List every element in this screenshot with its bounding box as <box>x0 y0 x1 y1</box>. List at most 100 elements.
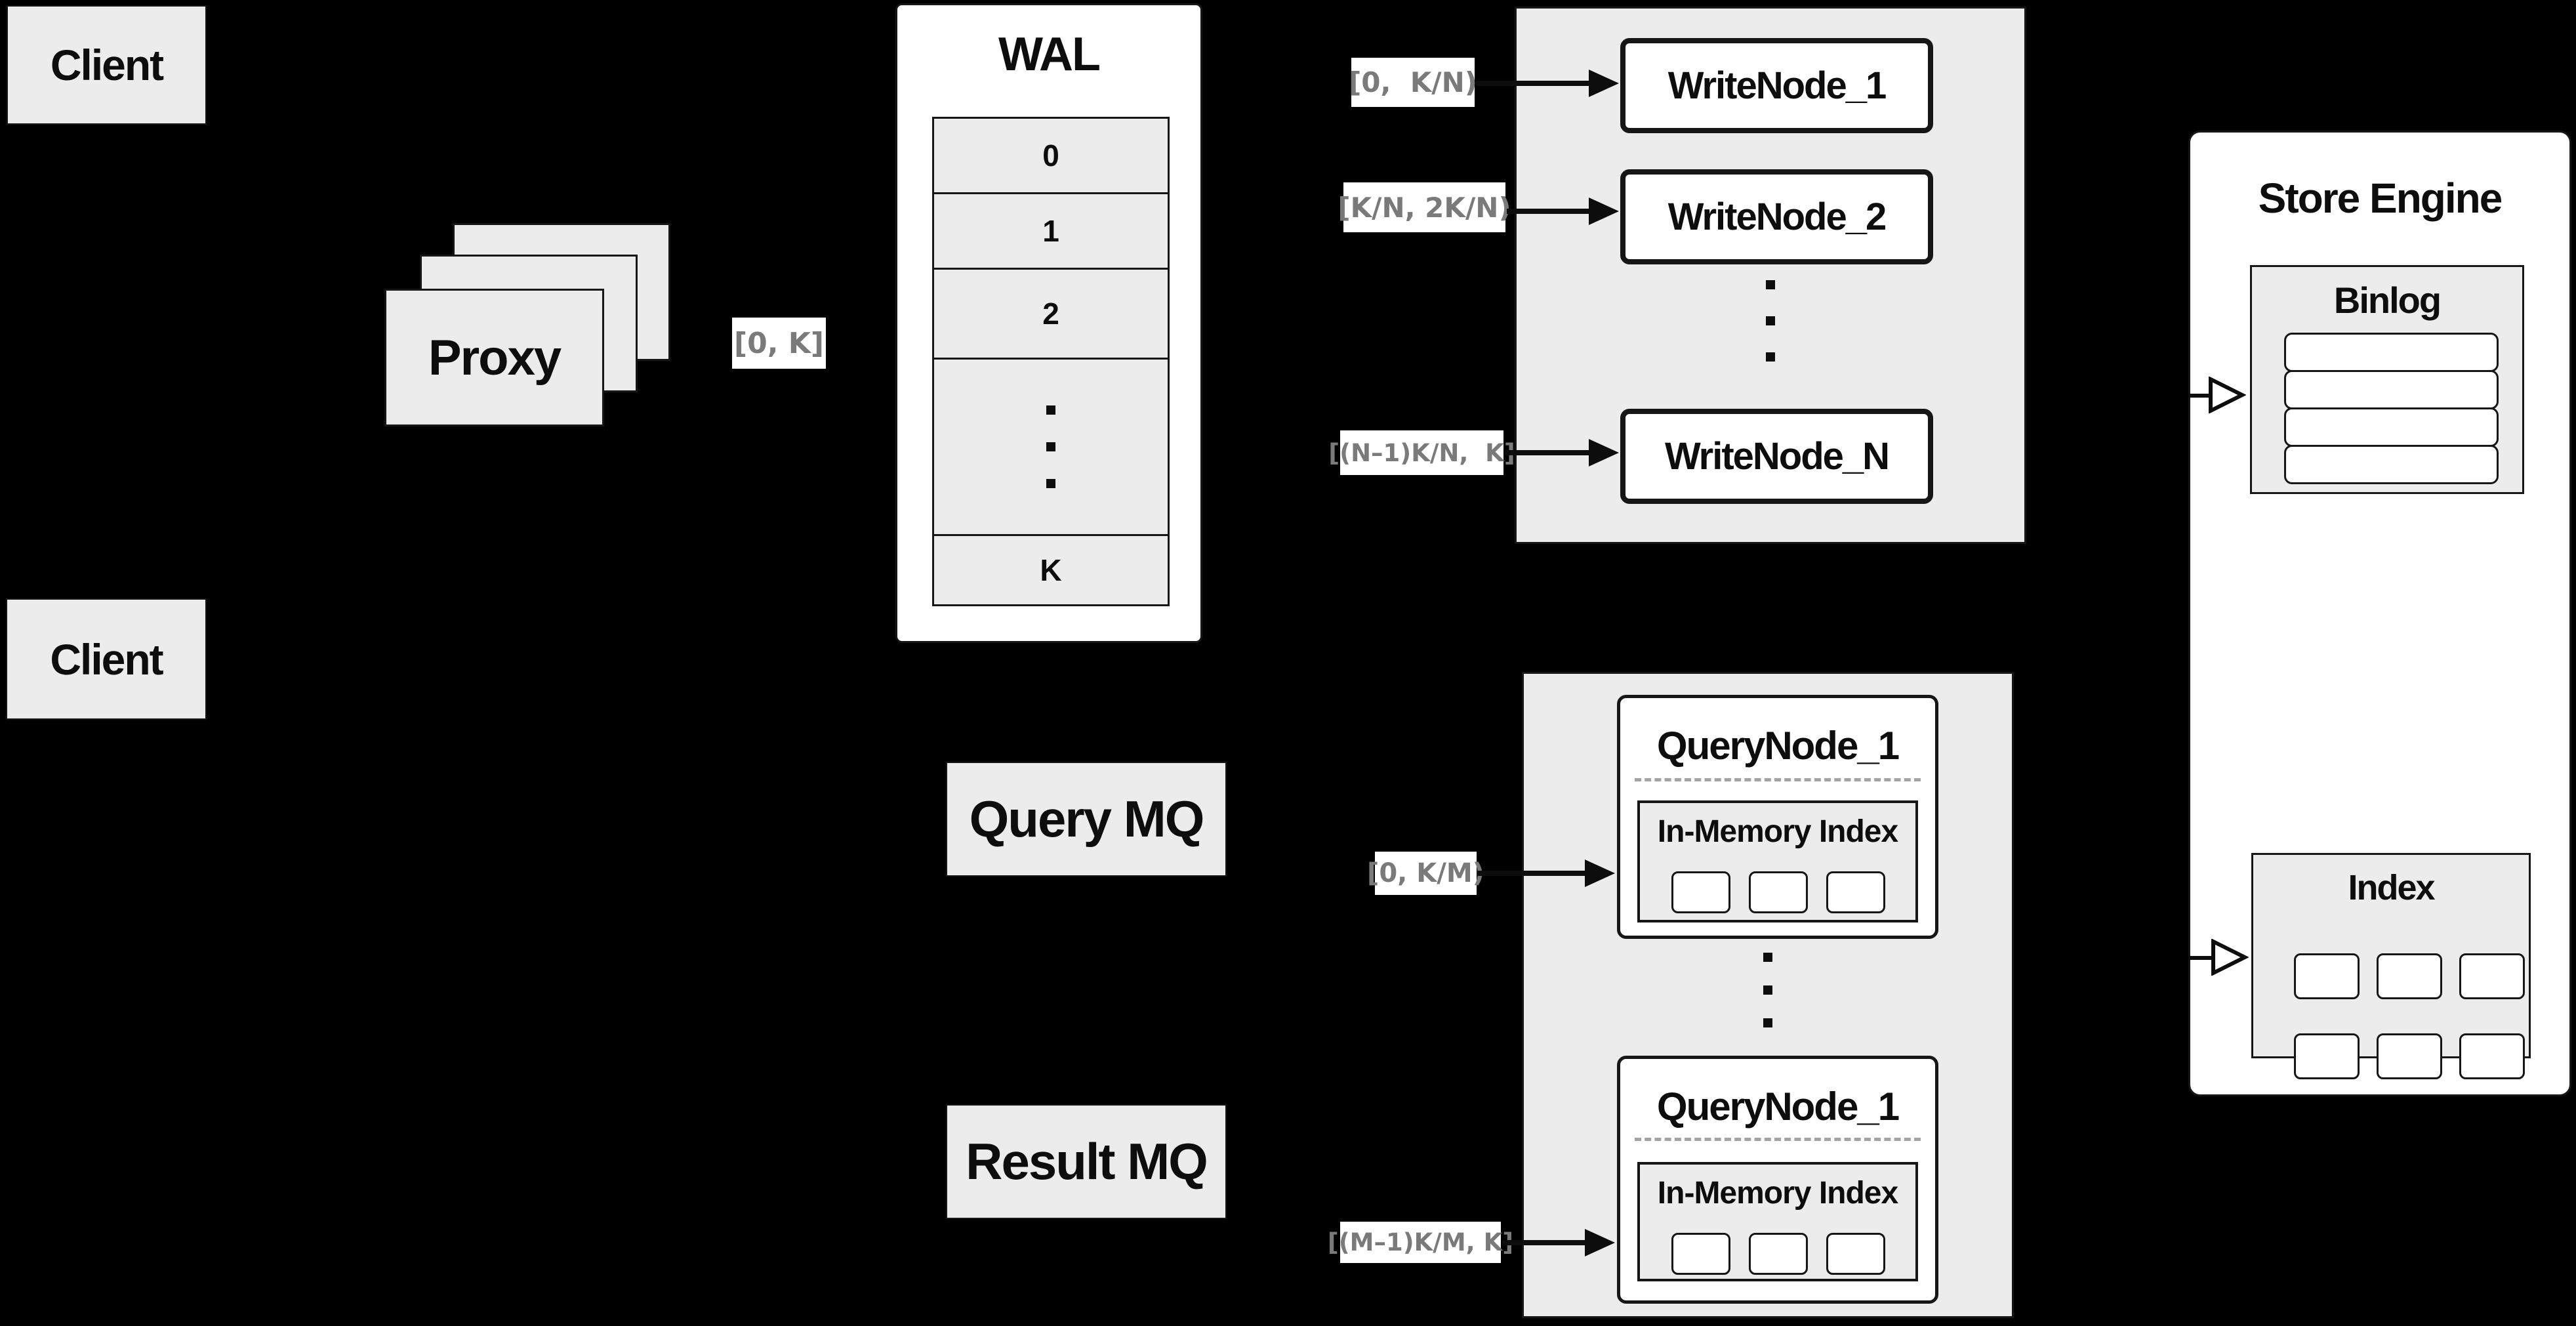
segment-square <box>1826 871 1885 913</box>
index-cell <box>2377 953 2442 999</box>
query-mq-label: Query MQ <box>969 790 1205 848</box>
wal-title-text: WAL <box>998 28 1101 81</box>
write-node-1-label: WriteNode_1 <box>1667 64 1887 107</box>
range-label-qn1-text: [0, K/M) <box>1367 858 1484 888</box>
client-top-label: Client <box>50 41 164 89</box>
result-mq-box: Result MQ <box>946 1104 1227 1219</box>
ellipsis-dot <box>1766 316 1775 325</box>
wal-segment-row: 2 <box>932 268 1170 360</box>
arrow-to-query-node-1 <box>1478 858 1615 888</box>
in-memory-index-top-title-text: In-Memory Index <box>1657 814 1898 849</box>
query-node-top-title: QueryNode_1 <box>1620 714 1935 777</box>
write-node-ellipsis <box>1517 280 2024 362</box>
arrowhead-icon <box>1585 860 1615 887</box>
query-node-bottom-title: QueryNode_1 <box>1620 1075 1935 1138</box>
binlog-rows <box>2284 333 2499 484</box>
store-engine-title-text: Store Engine <box>2258 175 2503 222</box>
arrowhead-icon <box>1589 197 1619 225</box>
range-label-wn1-text: [0, K/N) <box>1349 66 1477 98</box>
binlog-title: Binlog <box>2252 275 2522 325</box>
segment-square <box>1749 871 1808 913</box>
client-top-box: Client <box>7 5 207 125</box>
client-bottom-box: Client <box>6 598 207 720</box>
arrow-to-write-node-n <box>1505 438 1619 468</box>
segment-squares <box>1671 1233 1885 1275</box>
range-label-qn1: [0, K/M) <box>1367 852 1484 895</box>
ellipsis-dot <box>1763 985 1772 995</box>
proxy-box: Proxy <box>384 289 604 426</box>
query-node-ellipsis <box>1524 953 2012 1027</box>
arrow-shaft <box>1476 81 1591 86</box>
store-engine-title: Store Engine <box>2190 169 2569 228</box>
arrow-to-write-node-2 <box>1507 196 1619 226</box>
query-node-top-title-text: QueryNode_1 <box>1656 723 1900 768</box>
arrow-shaft <box>1502 1240 1587 1245</box>
ellipsis-dot <box>1046 405 1055 415</box>
result-mq-label: Result MQ <box>966 1132 1208 1190</box>
client-bottom-label: Client <box>50 634 163 684</box>
ellipsis-dot <box>1766 280 1775 289</box>
index-cell <box>2294 1033 2360 1079</box>
query-node-top-box: QueryNode_1 In-Memory Index <box>1617 695 1938 939</box>
arrow-shaft <box>1505 450 1591 455</box>
arrowhead-icon <box>1589 70 1619 97</box>
write-node-2-box: WriteNode_2 <box>1620 169 1933 264</box>
binlog-row <box>2284 333 2499 372</box>
in-memory-index-top-title: In-Memory Index <box>1640 808 1915 854</box>
ellipsis-dot <box>1763 953 1772 962</box>
index-cell <box>2459 953 2525 999</box>
wal-segment-0: 0 <box>1042 138 1059 173</box>
write-node-n-label: WriteNode_N <box>1664 435 1890 478</box>
binlog-box: Binlog <box>2250 265 2524 494</box>
index-title: Index <box>2253 863 2529 913</box>
in-memory-index-bottom-box: In-Memory Index <box>1637 1162 1918 1281</box>
range-label-wnn-text: [(N–1)K/N, K] <box>1328 438 1515 467</box>
open-arrowhead-icon <box>2211 939 2249 976</box>
wal-segment-k: K <box>1040 553 1062 587</box>
wal-title: WAL <box>897 25 1200 84</box>
range-label-proxy-out: [0, K] <box>732 318 826 369</box>
arrow-shaft <box>1507 209 1591 214</box>
query-mq-box: Query MQ <box>946 762 1227 877</box>
open-arrowhead-icon <box>2209 377 2246 413</box>
arrowhead-icon <box>1585 1229 1615 1256</box>
write-node-group: WriteNode_1 WriteNode_2 WriteNode_N <box>1515 7 2026 544</box>
range-label-wn2-text: [K/N, 2K/N) <box>1338 191 1511 224</box>
query-node-divider <box>1635 778 1921 781</box>
in-memory-index-top-box: In-Memory Index <box>1637 800 1918 922</box>
wal-segment-table: 0 1 2 K <box>932 117 1170 606</box>
ellipsis-dot <box>1046 479 1055 488</box>
ellipsis-dot <box>1046 442 1055 451</box>
wal-segment-row: K <box>932 534 1170 606</box>
query-node-divider <box>1635 1138 1921 1141</box>
store-arrow-binlog-shaft <box>2188 394 2211 398</box>
binlog-row <box>2284 407 2499 447</box>
wal-panel: WAL 0 1 2 K <box>895 3 1202 643</box>
write-node-2-label: WriteNode_2 <box>1667 196 1887 238</box>
proxy-label: Proxy <box>428 329 562 386</box>
index-cells-row <box>2294 953 2525 999</box>
segment-square <box>1671 1233 1730 1275</box>
wal-segment-1: 1 <box>1042 214 1059 248</box>
binlog-title-text: Binlog <box>2333 279 2442 321</box>
wal-ellipsis-cell <box>932 358 1170 536</box>
range-label-qnm: [(M–1)K/M, K] <box>1328 1222 1513 1263</box>
arrow-to-query-node-m <box>1502 1228 1615 1258</box>
ellipsis-dot <box>1766 352 1775 362</box>
store-engine-panel: Store Engine Binlog Index <box>2188 131 2571 1096</box>
range-label-wnn: [(N–1)K/N, K] <box>1328 430 1515 475</box>
range-label-proxy-out-text: [0, K] <box>734 326 824 360</box>
arrow-to-write-node-1 <box>1476 68 1619 98</box>
wal-segment-row: 0 <box>932 117 1170 194</box>
ellipsis-dot <box>1763 1018 1772 1027</box>
query-node-group: QueryNode_1 In-Memory Index QueryNo <box>1522 672 2014 1318</box>
range-label-wn1: [0, K/N) <box>1349 58 1477 107</box>
range-label-wn2: [K/N, 2K/N) <box>1338 182 1511 232</box>
range-label-qnm-text: [(M–1)K/M, K] <box>1327 1228 1514 1256</box>
write-node-n-box: WriteNode_N <box>1620 409 1933 504</box>
index-cell <box>2294 953 2360 999</box>
index-cell <box>2377 1033 2442 1079</box>
segment-squares <box>1671 871 1885 913</box>
index-box: Index <box>2251 853 2531 1079</box>
